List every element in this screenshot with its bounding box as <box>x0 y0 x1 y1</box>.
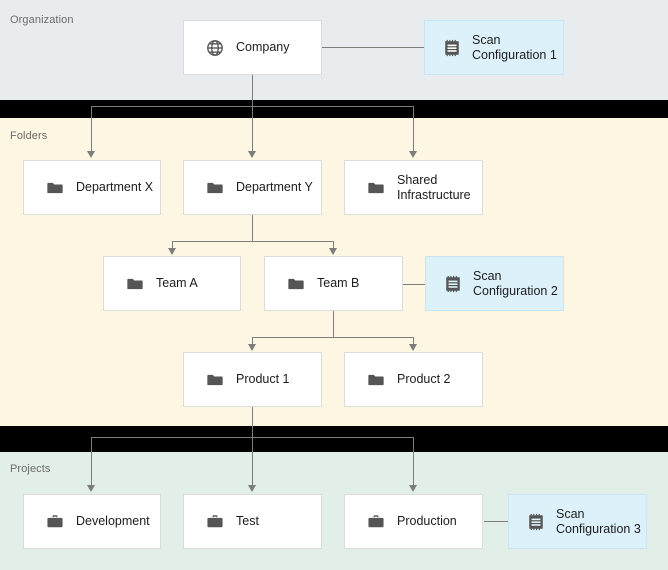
edge-company-to-department-y <box>252 106 254 152</box>
edge-product-1-to-test <box>252 437 254 486</box>
arrowhead-test <box>248 485 256 492</box>
edge-team-b-to-product-1 <box>252 337 254 350</box>
edge-company-stem <box>252 75 254 107</box>
node-department-x[interactable]: Department X <box>23 160 161 215</box>
scan-configuration-icon <box>443 39 461 57</box>
scan-configuration-icon <box>444 275 462 293</box>
edge-department-y-to-team-a <box>172 241 174 254</box>
folder-icon <box>287 275 305 293</box>
node-label-production: Production <box>397 514 457 529</box>
globe-icon <box>206 39 224 57</box>
node-label-department-x: Department X <box>76 180 154 195</box>
arrowhead-product-2 <box>409 344 417 351</box>
briefcase-icon <box>367 513 385 531</box>
edge-department-y-stem <box>252 215 254 242</box>
node-label-product-1: Product 1 <box>236 372 290 387</box>
edge-team-b-distribution-bar <box>252 337 414 339</box>
node-company[interactable]: Company <box>183 20 322 75</box>
band-label-folders: Folders <box>10 130 48 142</box>
arrowhead-development <box>87 485 95 492</box>
edge-product-1-to-production <box>413 437 415 486</box>
node-product-1[interactable]: Product 1 <box>183 352 322 407</box>
node-product-2[interactable]: Product 2 <box>344 352 483 407</box>
node-label-team-b: Team B <box>317 276 360 291</box>
band-label-projects: Projects <box>10 463 51 475</box>
node-label-scan-configuration-3: Scan Configuration 3 <box>556 507 641 536</box>
node-team-a[interactable]: Team A <box>103 256 241 311</box>
arrowhead-shared-infrastructure <box>409 151 417 158</box>
node-team-b[interactable]: Team B <box>264 256 403 311</box>
edge-product-1-to-development <box>91 437 93 486</box>
arrowhead-department-y <box>248 151 256 158</box>
edge-department-y-to-team-b <box>333 241 335 254</box>
node-development[interactable]: Development <box>23 494 161 549</box>
node-scan-configuration-2[interactable]: Scan Configuration 2 <box>425 256 564 311</box>
arrowhead-production <box>409 485 417 492</box>
folder-icon <box>367 179 385 197</box>
arrowhead-team-b <box>329 248 337 255</box>
node-label-scan-configuration-2: Scan Configuration 2 <box>473 269 558 298</box>
node-scan-configuration-1[interactable]: Scan Configuration 1 <box>424 20 564 75</box>
node-label-department-y: Department Y <box>236 180 313 195</box>
node-label-test: Test <box>236 514 259 529</box>
arrowhead-department-x <box>87 151 95 158</box>
node-shared-infrastructure[interactable]: Shared Infrastructure <box>344 160 483 215</box>
folder-icon <box>367 371 385 389</box>
folder-icon <box>206 179 224 197</box>
node-label-team-a: Team A <box>156 276 198 291</box>
band-label-organization: Organization <box>10 14 74 26</box>
node-label-company: Company <box>236 40 290 55</box>
edge-department-y-distribution-bar <box>172 241 334 243</box>
node-production[interactable]: Production <box>344 494 483 549</box>
briefcase-icon <box>46 513 64 531</box>
node-department-y[interactable]: Department Y <box>183 160 322 215</box>
node-label-product-2: Product 2 <box>397 372 451 387</box>
scan-configuration-icon <box>527 513 545 531</box>
edge-team-b-stem <box>333 311 335 338</box>
node-label-scan-configuration-1: Scan Configuration 1 <box>472 33 557 62</box>
node-scan-configuration-3[interactable]: Scan Configuration 3 <box>508 494 647 549</box>
edge-product-1-stem <box>252 407 254 438</box>
node-label-shared-infrastructure: Shared Infrastructure <box>397 173 471 202</box>
edge-team-b-to-scan-configuration-2 <box>403 284 425 286</box>
folder-icon <box>126 275 144 293</box>
edge-company-to-shared-infrastructure <box>413 106 415 152</box>
edge-company-to-department-x <box>91 106 93 152</box>
band-organization <box>0 0 668 100</box>
arrowhead-team-a <box>168 248 176 255</box>
node-label-development: Development <box>76 514 150 529</box>
edge-team-b-to-product-2 <box>413 337 415 350</box>
briefcase-icon <box>206 513 224 531</box>
edge-company-to-scan-configuration-1 <box>322 47 424 49</box>
edge-production-to-scan-configuration-3 <box>484 521 508 523</box>
arrowhead-product-1 <box>248 344 256 351</box>
folder-icon <box>206 371 224 389</box>
node-test[interactable]: Test <box>183 494 322 549</box>
folder-icon <box>46 179 64 197</box>
